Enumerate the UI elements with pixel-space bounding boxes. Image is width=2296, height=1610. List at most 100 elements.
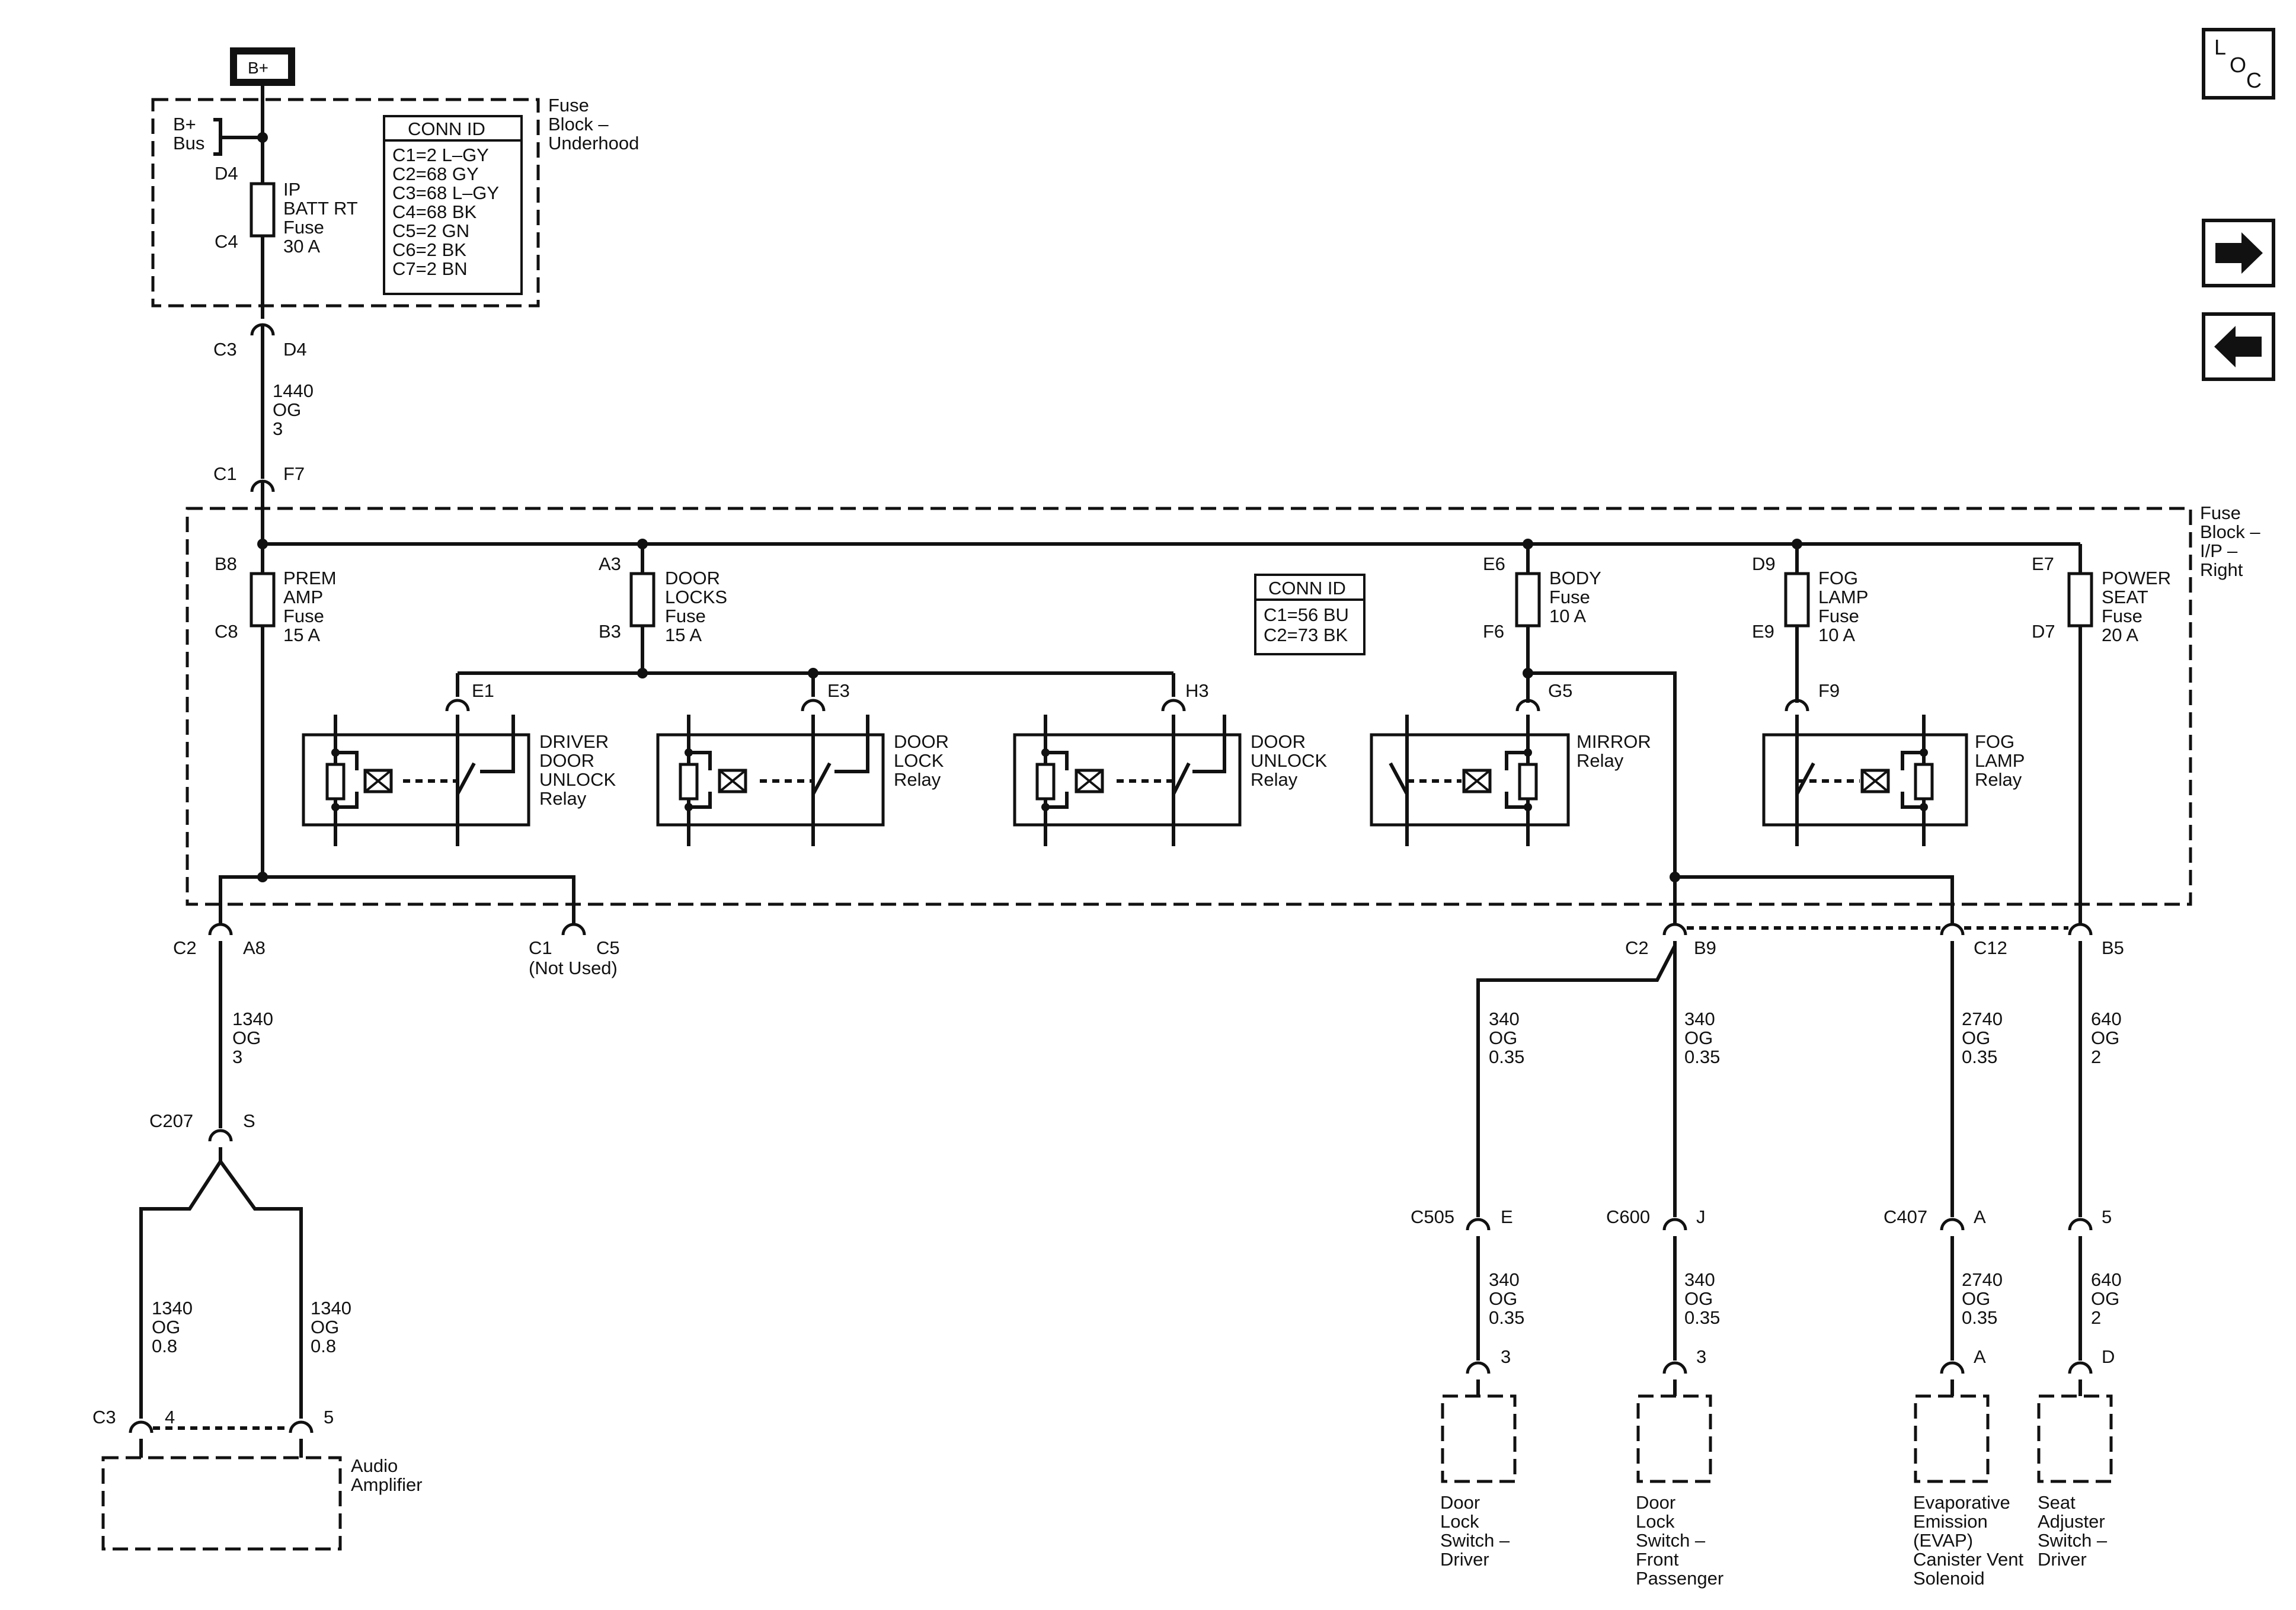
pin-label: A3	[599, 553, 621, 574]
svg-text:OG: OG	[1684, 1288, 1713, 1309]
svg-text:POWER: POWER	[2102, 568, 2171, 588]
svg-text:10 A: 10 A	[1818, 625, 1855, 645]
wire-label: 1440 OG 3	[273, 380, 314, 439]
svg-text:LOCK: LOCK	[894, 750, 944, 771]
pin-label: B8	[215, 553, 237, 574]
svg-text:PREM: PREM	[283, 568, 337, 588]
wire-label: 1340 OG 0.8	[311, 1298, 351, 1356]
svg-text:640: 640	[2091, 1269, 2122, 1290]
svg-text:C2=73 BK: C2=73 BK	[1264, 625, 1348, 645]
svg-text:2740: 2740	[1962, 1269, 2003, 1290]
loc-letter-o: O	[2230, 53, 2246, 77]
svg-text:Fuse: Fuse	[548, 95, 589, 116]
fuse-door-locks: A3 B3 DOOR LOCKS Fuse 15 A	[599, 553, 727, 645]
svg-text:CONN ID: CONN ID	[1268, 578, 1346, 598]
svg-text:Switch –: Switch –	[1636, 1530, 1706, 1551]
svg-text:OG: OG	[1962, 1028, 1990, 1048]
loc-letter-l: L	[2214, 35, 2226, 59]
pin-label: A	[1974, 1346, 1986, 1367]
svg-text:0.35: 0.35	[1962, 1046, 1997, 1067]
next-page-button[interactable]	[2202, 219, 2275, 287]
arrow-left-icon	[2214, 326, 2262, 367]
svg-text:Fuse: Fuse	[283, 217, 324, 238]
pin-label: 4	[165, 1407, 175, 1427]
svg-text:Lock: Lock	[1440, 1511, 1479, 1532]
fuse-block-ip-right	[186, 507, 2192, 906]
arrow-right-icon	[2215, 232, 2263, 274]
relay-door-lock: E3 DOOR LOCK Relay	[656, 680, 949, 846]
wire-label: 340 OG 0.35	[1684, 1269, 1720, 1328]
wire-label: 340 OG 0.35	[1489, 1269, 1524, 1328]
pin-label: C8	[215, 621, 238, 642]
pin-label: E7	[2032, 553, 2054, 574]
seat-adjuster-switch-driver-label: Seat Adjuster Switch – Driver	[2038, 1492, 2108, 1570]
svg-text:C7=2 BN: C7=2 BN	[392, 258, 468, 279]
svg-text:C2=68 GY: C2=68 GY	[392, 164, 479, 184]
pin-label: S	[243, 1110, 255, 1131]
svg-text:Front: Front	[1636, 1549, 1679, 1570]
svg-text:Audio: Audio	[351, 1455, 398, 1476]
pin-label: D7	[2032, 621, 2055, 642]
svg-text:OG: OG	[1489, 1028, 1517, 1048]
svg-text:1340: 1340	[152, 1298, 193, 1318]
svg-text:BATT RT: BATT RT	[283, 198, 358, 219]
connector-label: C207	[149, 1110, 193, 1131]
wire-label: 2740 OG 0.35	[1962, 1269, 2003, 1328]
connector-label: C600	[1606, 1206, 1650, 1227]
svg-text:Fuse: Fuse	[2200, 502, 2241, 523]
wire-label: 640 OG 2	[2091, 1269, 2122, 1328]
svg-text:OG: OG	[232, 1028, 261, 1048]
svg-text:340: 340	[1489, 1269, 1520, 1290]
svg-text:UNLOCK: UNLOCK	[1251, 750, 1328, 771]
relay-driver-door-unlock: E1 DRIVER DOOR UNLOCK Relay	[302, 680, 616, 846]
pin-label: B9	[1694, 937, 1716, 958]
svg-text:Relay: Relay	[1576, 750, 1624, 771]
svg-text:Amplifier: Amplifier	[351, 1474, 423, 1495]
svg-text:3: 3	[232, 1046, 242, 1067]
svg-text:DRIVER: DRIVER	[539, 731, 609, 752]
svg-text:C4=68 BK: C4=68 BK	[392, 201, 477, 222]
loc-nav-button[interactable]: L O C	[2202, 28, 2275, 100]
fuse-power-seat: E7 D7 POWER SEAT Fuse 20 A	[2032, 553, 2171, 645]
svg-text:0.35: 0.35	[1489, 1046, 1524, 1067]
svg-text:IP: IP	[283, 179, 300, 200]
svg-text:Door: Door	[1636, 1492, 1675, 1513]
pin-label: D9	[1752, 553, 1776, 574]
svg-text:FOG: FOG	[1975, 731, 2014, 752]
svg-text:OG: OG	[1684, 1028, 1713, 1048]
svg-text:340: 340	[1489, 1009, 1520, 1029]
door-lock-switch-front-passenger-label: Door Lock Switch – Front Passenger	[1636, 1492, 1723, 1589]
wire-label: 640 OG 2	[2091, 1009, 2122, 1067]
prev-page-button[interactable]	[2202, 312, 2275, 381]
fuse-block-ip-right-label: Fuse Block – I/P – Right	[2200, 502, 2260, 580]
svg-text:Seat: Seat	[2038, 1492, 2076, 1513]
pin-label: C12	[1974, 937, 2007, 958]
svg-text:15 A: 15 A	[283, 625, 320, 645]
svg-text:30 A: 30 A	[283, 236, 320, 257]
conn-id-table-underhood: CONN ID C1=2 L–GY C2=68 GY C3=68 L–GY C4…	[383, 115, 523, 295]
pin-label: F9	[1818, 680, 1840, 701]
svg-text:FOG: FOG	[1818, 568, 1858, 588]
wire-label: 2740 OG 0.35	[1962, 1009, 2003, 1067]
wire-label: 340 OG 0.35	[1684, 1009, 1720, 1067]
svg-text:Emission: Emission	[1913, 1511, 1988, 1532]
svg-text:C3=68 L–GY: C3=68 L–GY	[392, 183, 499, 203]
pin-label: 3	[1501, 1346, 1511, 1367]
svg-text:OG: OG	[2091, 1028, 2119, 1048]
svg-text:2: 2	[2091, 1307, 2101, 1328]
pin-label: B3	[599, 621, 621, 642]
svg-text:340: 340	[1684, 1269, 1715, 1290]
svg-text:10 A: 10 A	[1549, 606, 1586, 626]
connector-label: C1	[529, 937, 552, 958]
svg-text:Passenger: Passenger	[1636, 1568, 1723, 1589]
wire-label: 1340 OG 3	[232, 1009, 273, 1067]
svg-text:Relay: Relay	[894, 769, 941, 790]
connector-label: C3	[92, 1407, 116, 1427]
svg-text:Canister Vent: Canister Vent	[1913, 1549, 2023, 1570]
pin-label: J	[1696, 1206, 1706, 1227]
svg-text:2740: 2740	[1962, 1009, 2003, 1029]
door-lock-switch-driver	[1441, 1394, 1517, 1483]
svg-text:Fuse: Fuse	[665, 606, 706, 626]
pin-label: C5	[596, 937, 620, 958]
